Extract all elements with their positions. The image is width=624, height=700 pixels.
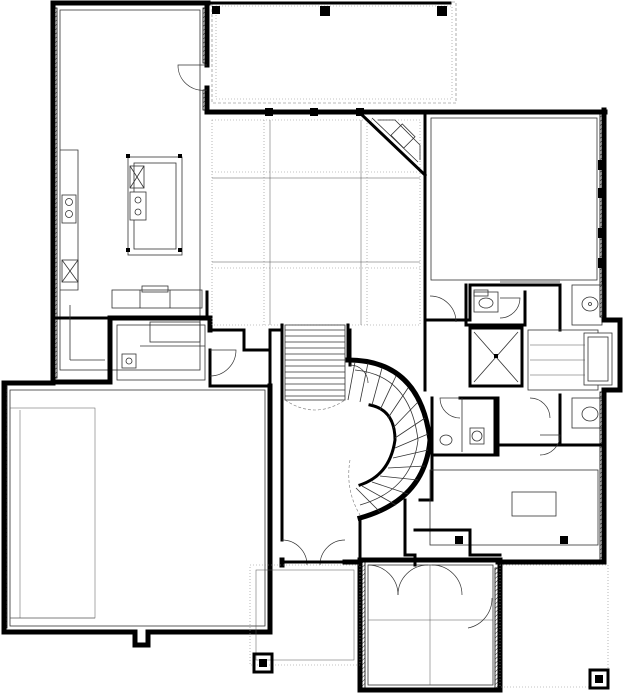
pantry xyxy=(50,315,246,388)
fireplace xyxy=(359,112,428,178)
study xyxy=(413,434,607,565)
front-porch xyxy=(249,553,610,693)
master-bath xyxy=(464,283,623,565)
kitchen xyxy=(50,0,211,383)
covered-porch-top xyxy=(206,1,457,104)
great-room xyxy=(204,108,428,332)
powder-room xyxy=(423,295,497,457)
grand-staircase xyxy=(280,323,433,522)
master-bedroom xyxy=(422,107,608,322)
garage xyxy=(1,328,284,648)
